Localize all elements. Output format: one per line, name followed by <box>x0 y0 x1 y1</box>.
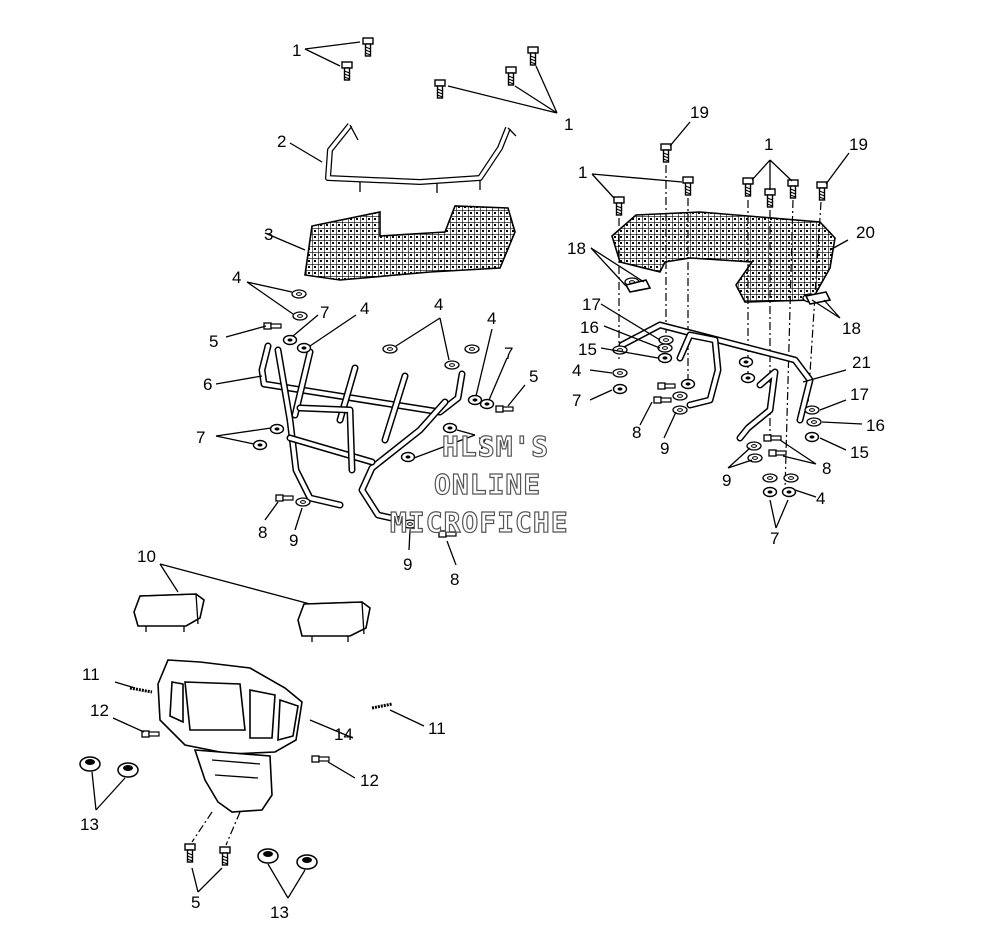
bracket-bar <box>289 123 517 193</box>
label-9: 9 <box>722 471 731 490</box>
label-8: 8 <box>450 570 459 589</box>
label-8: 8 <box>822 459 831 478</box>
label-15: 15 <box>578 340 597 359</box>
grommet-icon <box>79 756 318 899</box>
label-7: 7 <box>478 434 487 453</box>
label-1: 1 <box>764 135 773 154</box>
label-2: 2 <box>277 132 286 151</box>
label-17: 17 <box>582 295 601 314</box>
label-7: 7 <box>504 344 513 363</box>
front-rack-frame <box>215 342 466 524</box>
label-14: 14 <box>334 725 353 744</box>
label-12: 12 <box>90 701 109 720</box>
label-5: 5 <box>209 332 218 351</box>
label-16: 16 <box>866 416 885 435</box>
label-4: 4 <box>487 309 496 328</box>
label-3: 3 <box>264 225 273 244</box>
label-20: 20 <box>856 223 875 242</box>
label-7: 7 <box>196 428 205 447</box>
label-16: 16 <box>580 318 599 337</box>
label-7: 7 <box>572 391 581 410</box>
bolt-icon <box>613 143 828 216</box>
label-8: 8 <box>632 423 641 442</box>
label-1: 1 <box>564 115 573 134</box>
label-13: 13 <box>80 815 99 834</box>
label-11: 11 <box>82 665 100 684</box>
label-4: 4 <box>572 361 581 380</box>
part-labels: 1 1 1 1 19 19 2 3 20 4 4 4 4 4 4 5 5 5 6… <box>80 41 885 922</box>
leader-lines <box>591 121 850 199</box>
svg-text:MICROFICHE: MICROFICHE <box>390 506 569 539</box>
svg-text:HLSM'S: HLSM'S <box>442 430 549 463</box>
label-9: 9 <box>403 555 412 574</box>
leader-lines <box>304 41 558 114</box>
label-4: 4 <box>232 268 241 287</box>
label-10: 10 <box>137 547 156 566</box>
label-7: 7 <box>320 303 329 322</box>
label-4: 4 <box>434 295 443 314</box>
label-4: 4 <box>816 489 825 508</box>
label-19: 19 <box>690 103 709 122</box>
label-9: 9 <box>289 531 298 550</box>
label-18: 18 <box>567 239 586 258</box>
label-18: 18 <box>842 319 861 338</box>
label-8: 8 <box>258 523 267 542</box>
label-9: 9 <box>660 439 669 458</box>
bolt-icon <box>341 37 539 99</box>
label-19: 19 <box>849 135 868 154</box>
bracket-pad <box>624 279 832 305</box>
rear-rack-mesh <box>611 211 849 303</box>
bolt-icon <box>112 717 356 779</box>
watermark: HLSM'S ONLINE MICROFICHE <box>389 429 569 539</box>
front-rack-mesh <box>264 205 516 281</box>
label-21: 21 <box>852 353 871 372</box>
leader-lines <box>215 281 526 566</box>
label-7: 7 <box>770 529 779 548</box>
label-6: 6 <box>203 375 212 394</box>
label-12: 12 <box>360 771 379 790</box>
screw-icon <box>114 681 425 727</box>
leader-lines <box>589 247 863 529</box>
svg-text:ONLINE: ONLINE <box>434 468 541 501</box>
headlight-pod <box>157 659 354 813</box>
label-5: 5 <box>191 893 200 912</box>
label-1: 1 <box>578 163 587 182</box>
bolt-icon <box>184 811 241 893</box>
label-5: 5 <box>529 367 538 386</box>
label-11: 11 <box>428 719 446 738</box>
label-4: 4 <box>360 299 369 318</box>
label-15: 15 <box>850 443 869 462</box>
label-13: 13 <box>270 903 289 922</box>
label-17: 17 <box>850 385 869 404</box>
headlight <box>133 563 371 642</box>
label-1: 1 <box>292 41 301 60</box>
